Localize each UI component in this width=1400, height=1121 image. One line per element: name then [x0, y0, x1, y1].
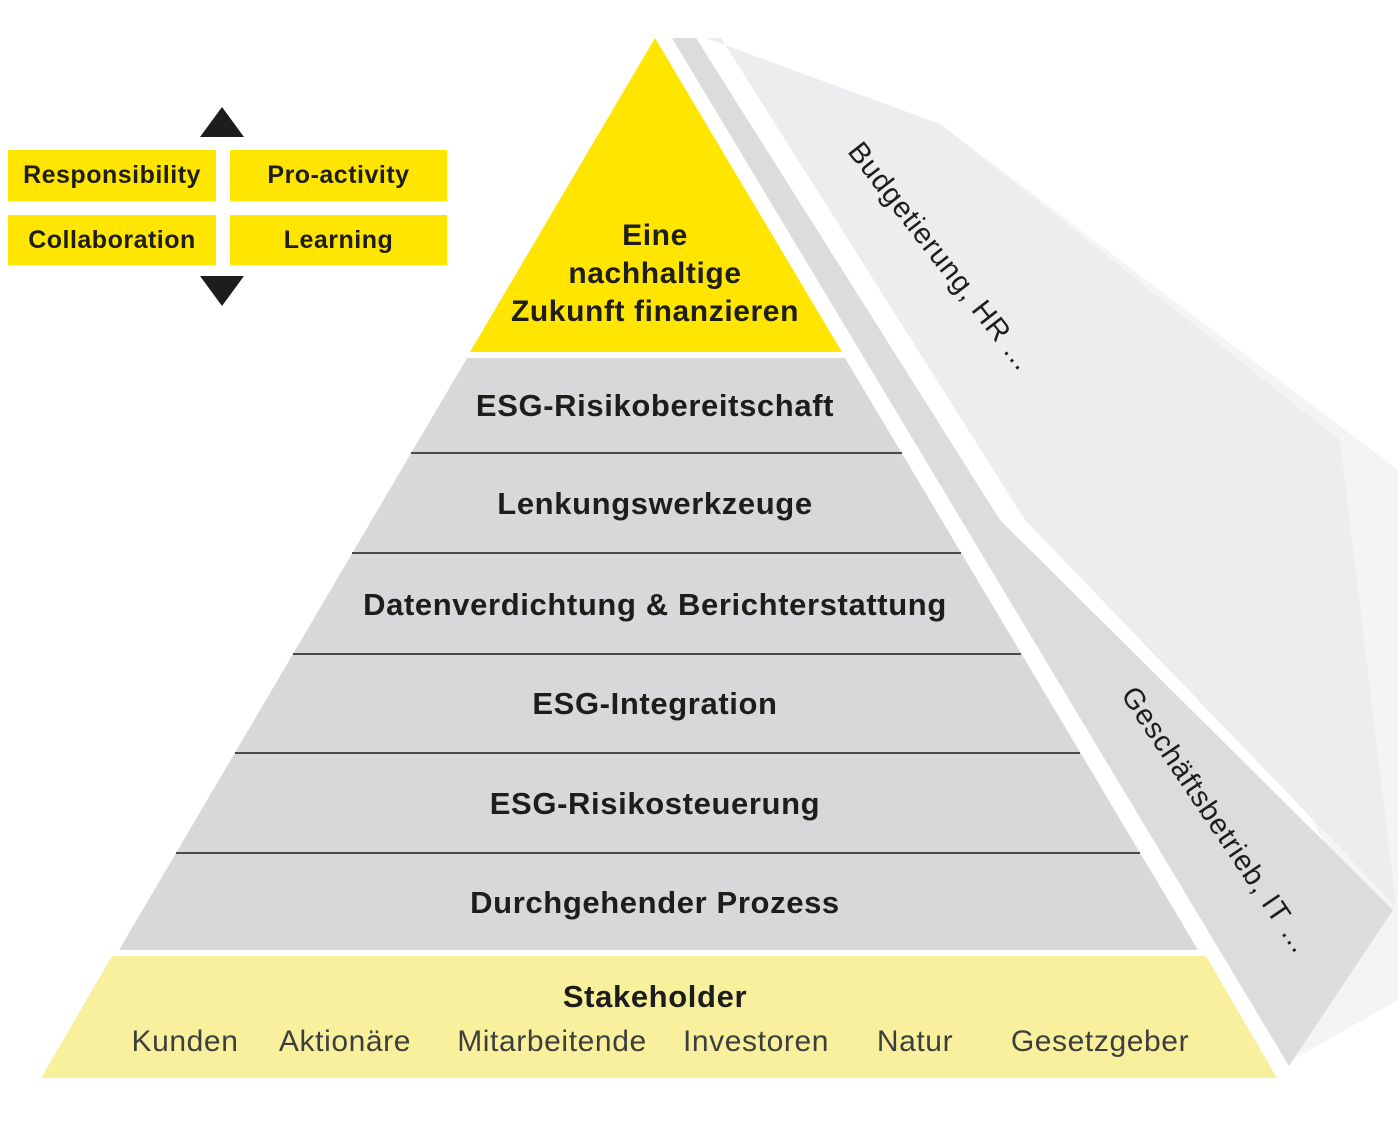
principle-box-learning: Learning: [230, 215, 447, 265]
stakeholder-item-kunden: Kunden: [131, 1025, 238, 1058]
principles-block: Responsibility Pro-activity Collaboratio…: [0, 0, 460, 320]
pyramid-top-triangle: [470, 38, 842, 352]
stakeholder-base: [41, 956, 1277, 1078]
layer-label-lenkungswerkzeuge: Lenkungswerkzeuge: [497, 486, 812, 521]
up-arrow-icon: [200, 107, 244, 137]
principle-label: Learning: [283, 225, 394, 254]
stakeholder-item-aktionaere: Aktionäre: [279, 1025, 411, 1058]
side-band-geschaeftsbetrieb: [672, 38, 1393, 1066]
principle-label: Pro-activity: [267, 161, 410, 189]
stakeholder-item-gesetzgeber: Gesetzgeber: [1011, 1025, 1189, 1058]
apex-label-line2: nachhaltige: [568, 257, 741, 290]
layer-label-esg-risikosteuerung: ESG-Risikosteuerung: [490, 786, 820, 821]
principle-box-pro-activity: Pro-activity: [230, 150, 447, 201]
apex-label-line1: Eine: [622, 219, 688, 252]
stakeholder-title: Stakeholder: [563, 979, 747, 1014]
stakeholder-item-mitarbeitende: Mitarbeitende: [457, 1025, 647, 1058]
principle-box-collaboration: Collaboration: [8, 215, 216, 265]
layer-label-durchgehender-prozess: Durchgehender Prozess: [470, 885, 840, 920]
apex-label-line3: Zukunft finanzieren: [511, 295, 799, 328]
layer-dividers: [176, 452, 1140, 854]
down-arrow-icon: [200, 276, 244, 306]
side-band-budgetierung: [706, 38, 1396, 906]
layer-label-esg-integration: ESG-Integration: [532, 686, 777, 721]
principle-label: Collaboration: [28, 225, 196, 254]
stakeholder-item-natur: Natur: [877, 1025, 953, 1058]
principle-box-responsibility: Responsibility: [8, 150, 216, 201]
layer-label-esg-risikobereitschaft: ESG-Risikobereitschaft: [476, 388, 834, 423]
principle-label: Responsibility: [23, 161, 201, 189]
stakeholder-item-investoren: Investoren: [683, 1025, 829, 1058]
layer-label-datenverdichtung: Datenverdichtung & Berichterstattung: [363, 587, 947, 622]
